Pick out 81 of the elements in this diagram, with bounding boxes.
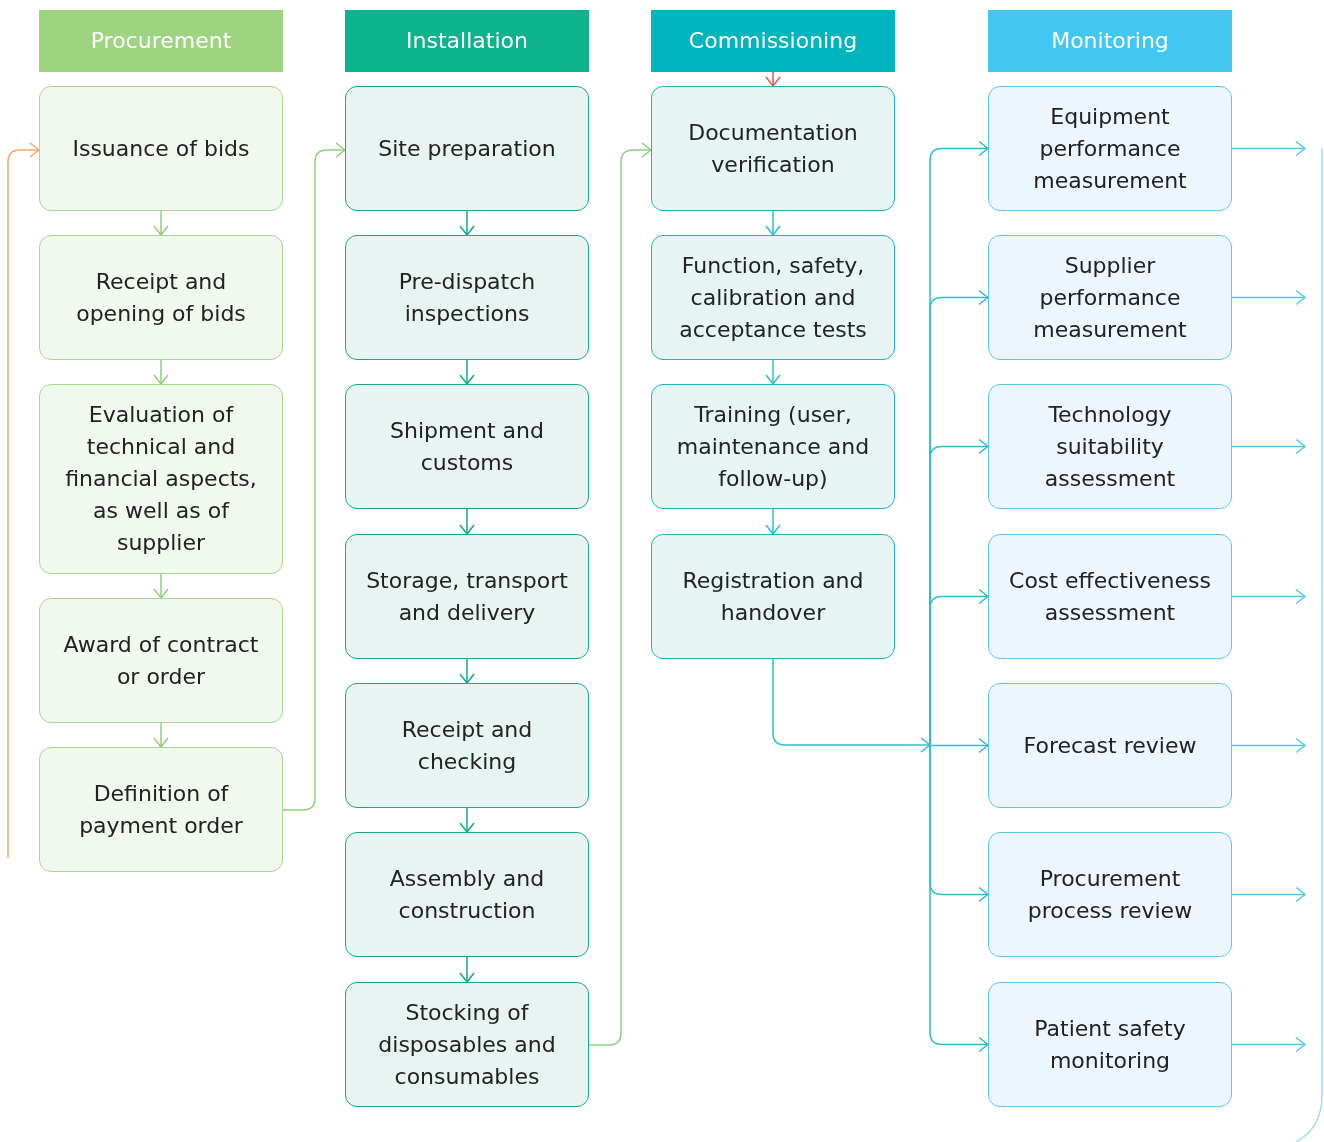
step-text: Patient safety monitoring	[1033, 1014, 1187, 1075]
arrow	[765, 71, 781, 87]
arrow	[929, 744, 989, 1053]
arrow	[1231, 1036, 1306, 1053]
step-text: Supplier performance measurement	[1032, 251, 1188, 344]
phase-header	[988, 10, 1232, 72]
process-box	[345, 832, 589, 957]
arrow	[459, 807, 475, 833]
process-box	[39, 747, 283, 872]
process-box	[988, 235, 1232, 360]
step-text: Registration and handover	[681, 566, 865, 627]
process-box	[988, 683, 1232, 808]
arrow	[1231, 289, 1306, 306]
header-text: Installation	[406, 27, 528, 55]
step-text: Documentation verification	[687, 118, 859, 179]
process-box	[988, 982, 1232, 1107]
process-box	[39, 86, 283, 211]
arrow	[459, 359, 475, 385]
process-box	[651, 384, 895, 509]
arrow	[153, 722, 169, 748]
step-text: Issuance of bids	[72, 134, 250, 163]
step-text: Receipt and opening of bids	[75, 267, 247, 328]
step-text: Definition of payment order	[78, 779, 244, 840]
arrow	[459, 956, 475, 983]
step-text: Training (user, maintenance and follow-up)	[675, 400, 871, 493]
step-text: Award of contract or order	[62, 630, 260, 691]
arrow	[765, 210, 781, 236]
arrow	[588, 142, 652, 1046]
arrow	[153, 359, 169, 385]
process-box	[39, 598, 283, 723]
arrow	[459, 658, 475, 684]
phase-header	[345, 10, 589, 72]
step-text: Site preparation	[378, 134, 556, 163]
arrow	[765, 359, 781, 385]
process-box	[345, 86, 589, 211]
arrow	[1231, 886, 1306, 903]
step-text: Shipment and customs	[389, 416, 545, 477]
step-text: Cost effectiveness assessment	[1008, 566, 1212, 627]
arrow	[772, 658, 931, 753]
process-box	[345, 683, 589, 808]
process-box	[651, 235, 895, 360]
arrow	[7, 142, 40, 859]
phase-header	[39, 10, 283, 72]
arrow	[459, 508, 475, 535]
arrow	[1231, 140, 1306, 157]
arrow	[765, 508, 781, 535]
step-text: Procurement process review	[1026, 864, 1194, 925]
arrow	[929, 737, 989, 754]
process-box	[39, 384, 283, 574]
process-box	[345, 384, 589, 509]
step-text: Function, safety, calibration and acceptance tests	[678, 251, 868, 344]
header-text: Procurement	[90, 27, 232, 55]
step-text: Evaluation of technical and financial aspects, as well as of supplier	[64, 401, 258, 557]
process-box	[988, 832, 1232, 957]
header-text: Monitoring	[1051, 27, 1169, 55]
process-box	[988, 384, 1232, 509]
arrow	[153, 210, 169, 236]
arrow	[1231, 438, 1306, 455]
arrow	[1231, 588, 1306, 605]
header-text: Commissioning	[688, 27, 858, 55]
process-box	[39, 235, 283, 360]
arrow	[282, 142, 346, 811]
arrow	[153, 573, 169, 599]
process-box	[345, 982, 589, 1107]
process-box	[988, 534, 1232, 659]
step-text: Forecast review	[1023, 731, 1197, 760]
step-text: Pre-dispatch inspections	[397, 267, 537, 328]
step-text: Receipt and checking	[400, 715, 534, 776]
step-text: Storage, transport and delivery	[365, 566, 569, 627]
process-box	[988, 86, 1232, 211]
step-text: Assembly and construction	[388, 864, 546, 925]
phase-header	[651, 10, 895, 72]
step-text: Technology suitability assessment	[1043, 400, 1177, 493]
process-box	[345, 534, 589, 659]
process-box	[651, 86, 895, 211]
step-text: Equipment performance measurement	[1032, 102, 1188, 195]
step-text: Stocking of disposables and consumables	[377, 998, 557, 1091]
process-box	[345, 235, 589, 360]
arrow	[459, 210, 475, 236]
arrow	[1231, 737, 1306, 754]
process-box	[651, 534, 895, 659]
